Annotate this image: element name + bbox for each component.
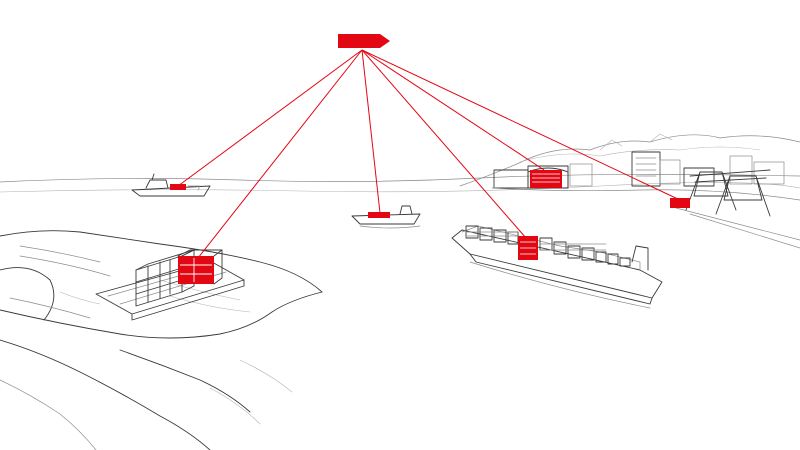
left-ship [132,174,210,196]
left-ship-tracker-link [178,50,362,186]
center-ship-tracker-link [362,50,380,213]
tag-pointer-icon [338,34,390,48]
center-ship [352,206,420,228]
foreground-land [0,231,322,450]
left-ship-tracker [170,184,186,190]
cargo-ship-tracker-link [362,50,526,238]
warehouse [528,168,568,188]
container-stack-link [198,50,362,258]
connection-lines [178,50,680,258]
center-ship-tracker [368,212,390,218]
warehouse-tracker [530,170,562,188]
container-terminal [96,250,244,320]
warehouse-tracker-link [362,50,544,170]
container-ship [452,226,662,308]
gantry-cranes [670,170,800,248]
container-stack-tracker [178,256,214,284]
crane-tracker-link [362,50,680,200]
